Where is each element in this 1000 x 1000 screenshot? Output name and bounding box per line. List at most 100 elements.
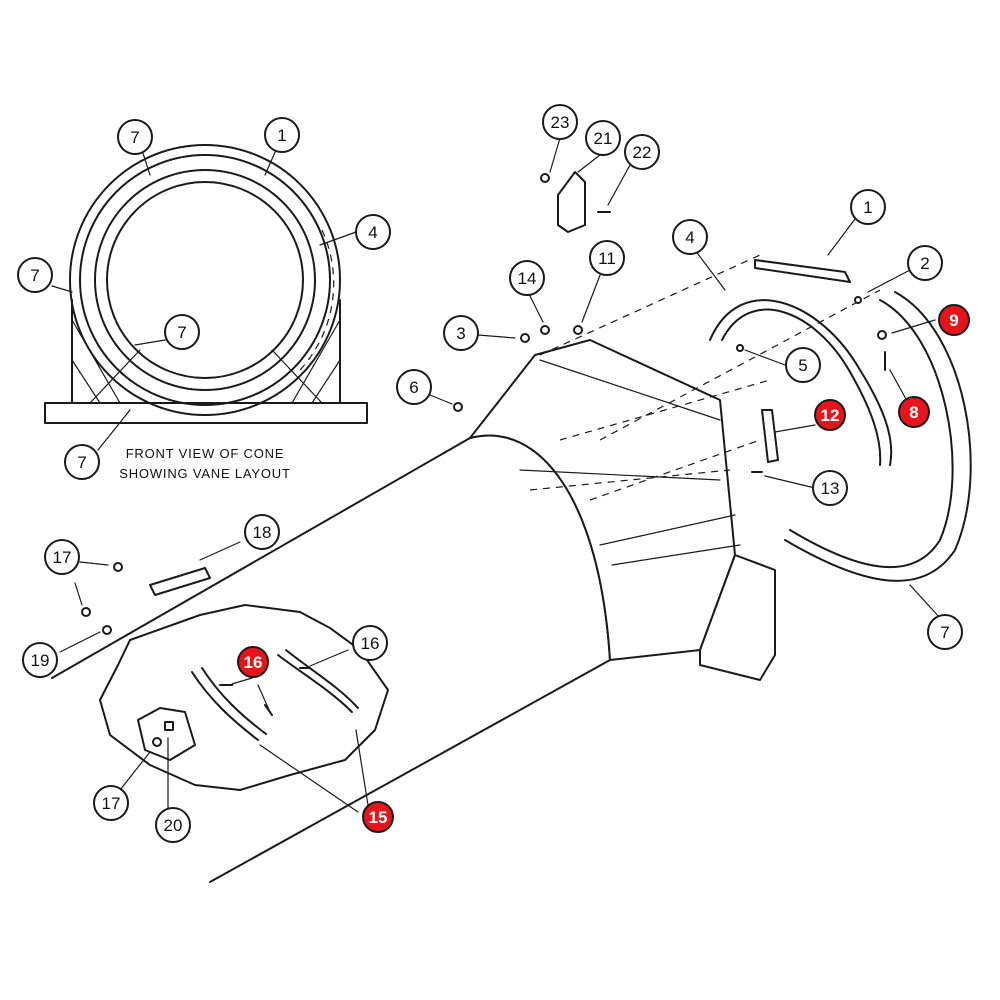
callout-label: 8 [909,403,918,422]
tube-lower-edge [209,659,611,883]
callout-label: 7 [30,266,39,285]
callout-circle [355,214,391,250]
callout-circle [585,120,621,156]
vane-strip-4-inner [721,308,882,466]
callout-20: 20 [155,807,191,843]
callout-label: 1 [863,198,872,217]
outer-ring-vane [784,291,972,582]
callout-label: 4 [685,228,694,247]
callout-circle [624,134,660,170]
callout-circle [237,646,269,678]
callout-7: 7 [17,257,53,293]
callout-circle [396,369,432,405]
plate-12 [761,409,779,463]
bolt-5 [736,344,744,352]
front-view-cone-outer [94,169,316,391]
callout-label: 6 [409,378,418,397]
callout-circle [814,399,846,431]
front-view-hidden-vane [299,229,335,371]
callout-circle [22,642,58,678]
mounting-bracket [699,554,776,681]
callout-7: 7 [927,614,963,650]
bolt-2 [854,296,862,304]
vane-strip-4 [709,299,893,466]
callout-label: 3 [456,324,465,343]
callout-label: 7 [130,128,139,147]
callout-8: 8 [898,396,930,428]
callout-11: 11 [589,240,625,276]
callout-9: 9 [938,304,970,336]
callout-1: 1 [850,189,886,225]
callout-1: 1 [264,117,300,153]
callout-label: 1 [277,126,286,145]
front-view-caption-line2: SHOWING VANE LAYOUT [119,466,290,481]
callout-circle [44,539,80,575]
callout-circle [117,119,153,155]
callout-19: 19 [22,642,58,678]
front-view-caption-line1: FRONT VIEW OF CONE [126,446,285,461]
cutaway-detail [81,562,389,791]
front-view-housing-sides [71,299,341,404]
cutaway-panel [99,604,389,791]
callout-label: 9 [949,311,958,330]
callout-circle [64,444,100,480]
washer-19 [102,625,112,635]
callout-circle [542,104,578,140]
callout-23: 23 [542,104,578,140]
plate-18 [149,567,211,596]
callout-4: 4 [672,219,708,255]
front-view-outer-ring [69,144,341,416]
callout-label: 16 [361,634,380,653]
callout-label: 16 [244,653,263,672]
nut-23 [540,173,550,183]
right-leaders [694,214,941,619]
callout-label: 12 [821,406,840,425]
nut-11 [573,325,583,335]
nut-17-mid [81,607,91,617]
callout-circle [898,396,930,428]
callout-label: 19 [31,651,50,670]
callout-16: 16 [352,625,388,661]
callout-circle [812,470,848,506]
callout-label: 11 [598,249,616,268]
front-view-vane-ring [79,154,331,406]
front-view-bracing [71,319,341,404]
callout-circle [264,117,300,153]
callout-label: 17 [102,794,121,813]
callout-7: 7 [164,314,200,350]
front-view-of-cone: FRONT VIEW OF CONE SHOWING VANE LAYOUT [44,144,368,481]
callout-14: 14 [509,260,545,296]
callout-circle [443,315,479,351]
washer-9 [877,330,887,340]
cone-assembly [51,171,972,883]
callout-15: 15 [362,801,394,833]
bracket-21 [557,171,586,233]
callout-circle [352,625,388,661]
callout-label: 14 [518,269,537,288]
callout-circle [244,514,280,550]
nut-6 [453,402,463,412]
callout-17: 17 [93,785,129,821]
callout-circle [850,189,886,225]
callout-circle [927,614,963,650]
callout-12: 12 [814,399,846,431]
vane-segment-15-left [191,667,267,741]
callout-circle [938,304,970,336]
callout-label: 20 [164,816,183,835]
callout-6: 6 [396,369,432,405]
callout-label: 17 [53,548,72,567]
callout-3: 3 [443,315,479,351]
callout-5: 5 [785,347,821,383]
callout-label: 7 [177,323,186,342]
callout-13: 13 [812,470,848,506]
callout-7: 7 [64,444,100,480]
callout-label: 23 [551,113,570,132]
tube-upper-edge [51,437,471,679]
front-view-base-plate [44,402,368,424]
callout-circle [907,245,943,281]
nut-17-upper [113,562,123,572]
callout-label: 18 [253,523,272,542]
callout-circle [785,347,821,383]
front-view-cone-inner [106,181,304,379]
